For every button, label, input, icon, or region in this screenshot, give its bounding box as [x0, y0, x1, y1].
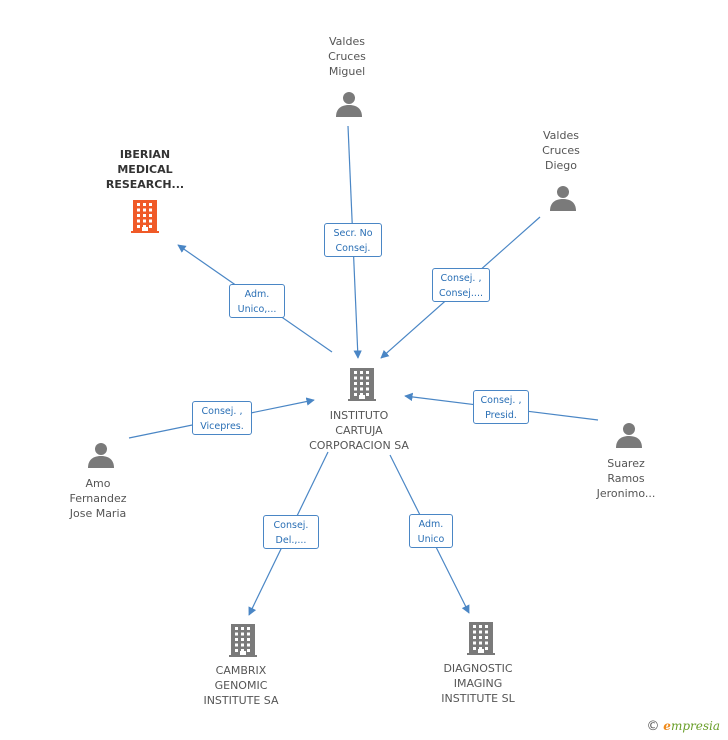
- node-label-srj[interactable]: Suarez Ramos Jeronimo...: [596, 457, 656, 500]
- node-label-cambrix[interactable]: CAMBRIX GENOMIC INSTITUTE SA: [203, 664, 279, 707]
- edge-label-srj-to-instituto[interactable]: Consej. , Presid.: [473, 390, 529, 424]
- node-label-vcd[interactable]: Valdes Cruces Diego: [542, 129, 580, 172]
- building-icon[interactable]: [130, 198, 160, 234]
- edge-label-afjm-to-instituto[interactable]: Consej. , Vicepres.: [192, 401, 252, 435]
- building-icon[interactable]: [466, 620, 496, 656]
- node-label-afjm[interactable]: Amo Fernandez Jose Maria: [69, 477, 127, 520]
- person-icon[interactable]: [614, 420, 644, 450]
- brand-logo: empresia: [663, 719, 720, 733]
- edge-label-vcm-to-instituto[interactable]: Secr. No Consej.: [324, 223, 382, 257]
- building-icon[interactable]: [347, 366, 377, 402]
- edge-label-instituto-to-cambrix[interactable]: Consej. Del.,...: [263, 515, 319, 549]
- node-label-instituto[interactable]: INSTITUTO CARTUJA CORPORACION SA: [309, 409, 409, 452]
- person-icon[interactable]: [86, 440, 116, 470]
- building-icon[interactable]: [228, 622, 258, 658]
- copyright-symbol: ©: [646, 719, 660, 734]
- edge-label-vcd-to-instituto[interactable]: Consej. , Consej....: [432, 268, 490, 302]
- edge-label-instituto-to-iberian[interactable]: Adm. Unico,...: [229, 284, 285, 318]
- node-label-diagnostic[interactable]: DIAGNOSTIC IMAGING INSTITUTE SL: [441, 662, 515, 705]
- footer-brand: © empresia: [646, 719, 720, 734]
- node-label-vcm[interactable]: Valdes Cruces Miguel: [328, 35, 366, 78]
- person-icon[interactable]: [334, 89, 364, 119]
- edge-label-instituto-to-diagnostic[interactable]: Adm. Unico: [409, 514, 453, 548]
- node-label-iberian[interactable]: IBERIAN MEDICAL RESEARCH...: [105, 148, 185, 191]
- person-icon[interactable]: [548, 183, 578, 213]
